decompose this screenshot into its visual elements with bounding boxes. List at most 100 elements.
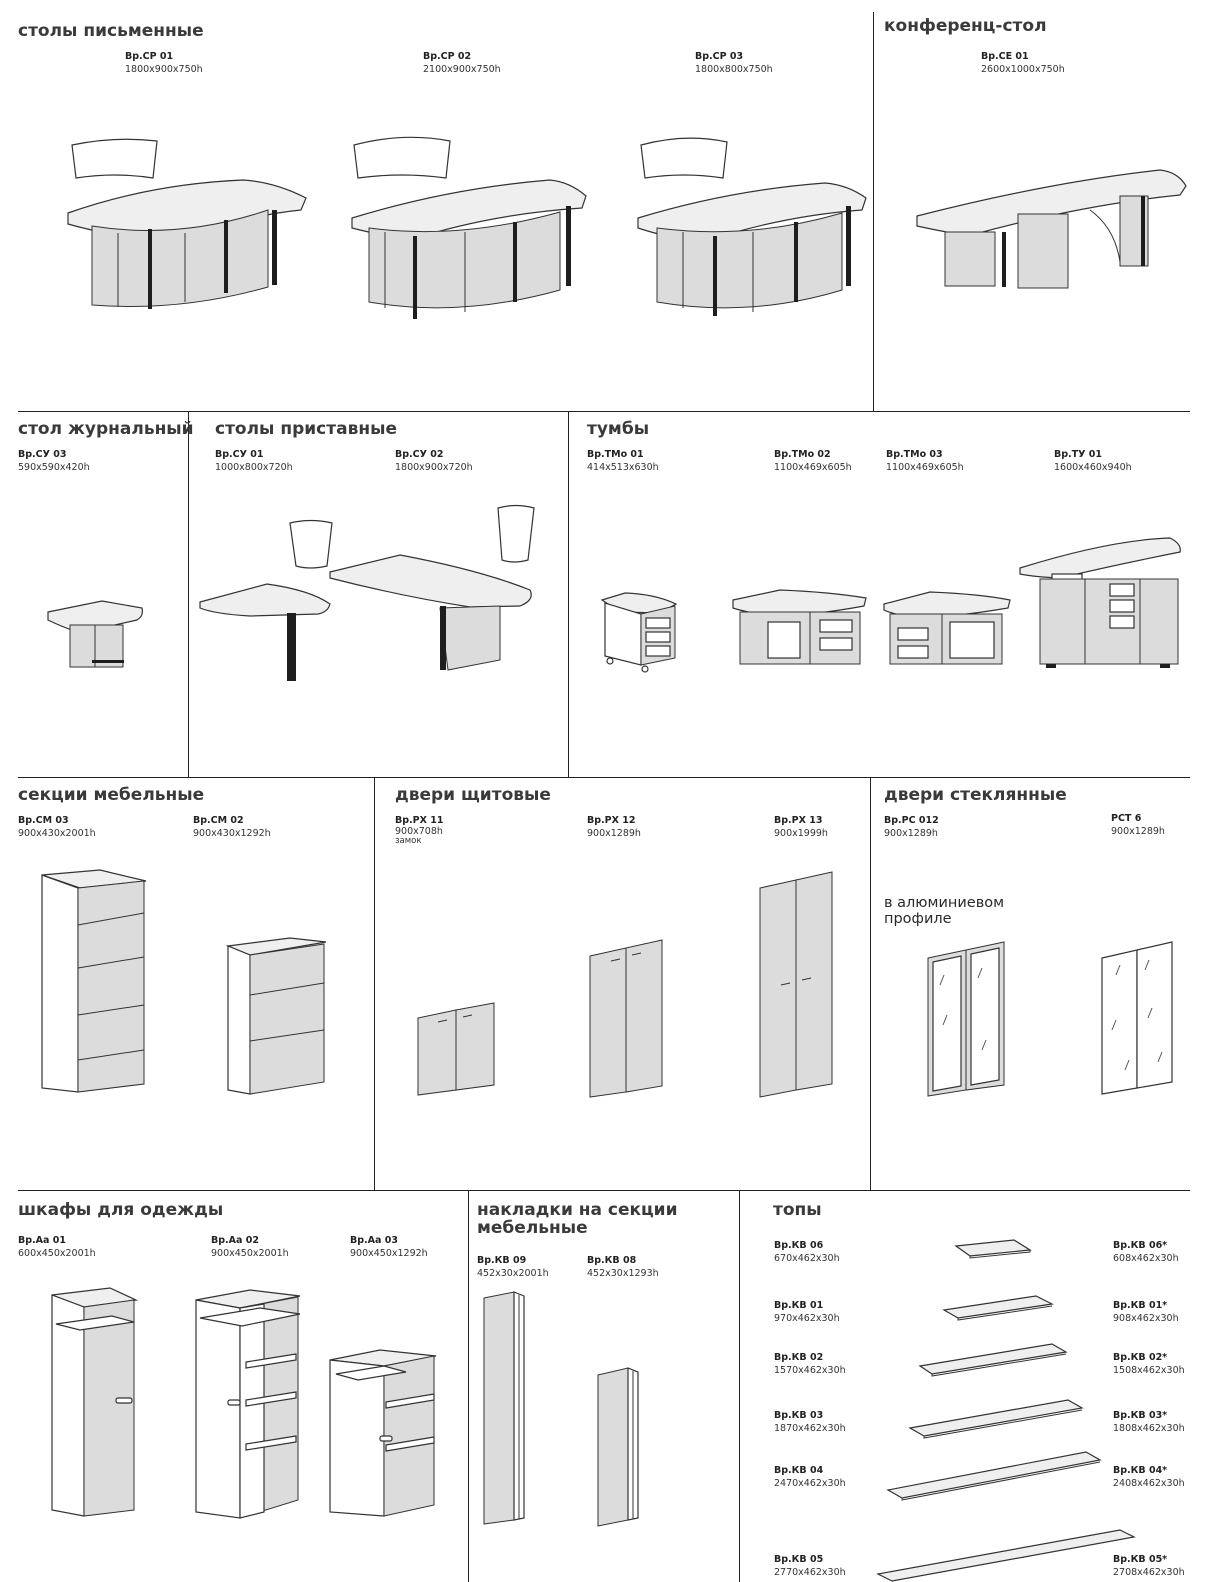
product-code: Вр.КВ 04 xyxy=(774,1465,824,1476)
product-dimensions: 1800x800x750h xyxy=(695,64,773,75)
section-overlays: накладки на секции xyxy=(477,1200,678,1220)
product-code: Вр.РС 012 xyxy=(884,815,939,826)
product-dimensions: 1000x800x720h xyxy=(215,462,293,473)
pedestal-tmo02-drawing xyxy=(732,589,867,665)
glass-door-rs012-drawing xyxy=(927,941,1005,1097)
desktop-outline xyxy=(640,137,728,179)
section-coffee: стол журнальный xyxy=(18,419,194,439)
product-dimensions: 900x1289h xyxy=(1111,826,1165,837)
conference-table-drawing xyxy=(916,169,1187,289)
product-code: Вр.КВ 08 xyxy=(587,1255,637,1266)
product-dimensions: 414x513x630h xyxy=(587,462,659,473)
product-dimensions: 452x30x2001h xyxy=(477,1268,549,1279)
product-code: Вр.КВ 03* xyxy=(1113,1410,1168,1421)
product-code: РСТ 6 xyxy=(1111,813,1142,824)
drawer xyxy=(819,637,853,651)
product-code: Вр.РХ 13 xyxy=(774,815,823,826)
top-kv01-drawing xyxy=(942,1295,1054,1321)
product-dimensions: 608x462x30h xyxy=(1113,1253,1179,1264)
section-tops: топы xyxy=(773,1200,822,1220)
side-table-su01-drawing xyxy=(199,519,333,681)
product-dimensions: 2708x462x30h xyxy=(1113,1567,1185,1578)
top-kv06-drawing xyxy=(954,1239,1032,1259)
product-code: Вр.СУ 02 xyxy=(395,449,444,460)
leg xyxy=(794,222,798,302)
shelf xyxy=(199,1307,301,1327)
product-code: Вр.КВ 06* xyxy=(1113,1240,1168,1251)
product-code: Вр.КВ 01 xyxy=(774,1300,824,1311)
section-desks: столы письменные xyxy=(18,21,204,41)
drawer xyxy=(1109,599,1135,613)
glass-note: в алюминиевом xyxy=(884,895,1005,911)
product-note: замок xyxy=(395,836,422,846)
product-code: Вр.ТМо 03 xyxy=(886,449,943,460)
drawer xyxy=(819,619,853,633)
product-dimensions: 900x1289h xyxy=(884,828,938,839)
side xyxy=(195,1299,241,1519)
wardrobe-aa01-drawing xyxy=(51,1287,139,1517)
desk-sr01-drawing xyxy=(67,138,307,309)
cabinet-sm02-drawing xyxy=(225,937,327,1095)
product-code: Вр.СУ 01 xyxy=(215,449,264,460)
divider xyxy=(18,1190,1190,1191)
section-wardrobes: шкафы для одежды xyxy=(18,1200,224,1220)
leg xyxy=(440,606,446,670)
product-code: Вр.РХ 12 xyxy=(587,815,636,826)
product-code: Вр.КВ 03 xyxy=(774,1410,824,1421)
opening xyxy=(949,621,995,659)
leg xyxy=(1002,232,1006,287)
divider xyxy=(873,12,874,411)
section-cabinets: секции мебельные xyxy=(18,785,205,805)
section-pedestals: тумбы xyxy=(587,419,650,439)
product-dimensions: 1800x900x720h xyxy=(395,462,473,473)
top-kv02-drawing xyxy=(918,1343,1068,1377)
product-code: Вр.СМ 02 xyxy=(193,815,244,826)
product-code: Вр.КВ 02* xyxy=(1113,1352,1168,1363)
leg xyxy=(224,220,228,293)
divider xyxy=(18,777,1190,778)
product-code: Вр.КВ 09 xyxy=(477,1255,527,1266)
desktop-outline xyxy=(353,136,451,179)
door-rx13-drawing xyxy=(759,871,833,1098)
product-code: Вр.СУ 03 xyxy=(18,449,67,460)
product-dimensions: 2100x900x750h xyxy=(423,64,501,75)
top-kv03-drawing xyxy=(908,1399,1084,1439)
base xyxy=(439,605,501,671)
product-code: Вр.КВ 05* xyxy=(1113,1554,1168,1565)
divider xyxy=(870,777,871,1190)
leg xyxy=(513,222,517,302)
pedestal-tmo01-drawing xyxy=(600,592,678,673)
leg xyxy=(148,229,152,309)
opening xyxy=(767,621,801,659)
front xyxy=(77,880,145,1093)
desktop-outline xyxy=(71,138,158,179)
desk-sr03-drawing xyxy=(637,137,867,316)
divider xyxy=(568,411,569,777)
product-dimensions: 2770x462x30h xyxy=(774,1567,846,1578)
coffee-table-drawing xyxy=(47,600,144,668)
product-code: Вр.КВ 04* xyxy=(1113,1465,1168,1476)
section-side: столы приставные xyxy=(215,419,397,439)
product-code: Вр.ТУ 01 xyxy=(1054,449,1102,460)
product-code: Вр.КВ 02 xyxy=(774,1352,824,1363)
product-code: Вр.СЕ 01 xyxy=(981,51,1029,62)
panel xyxy=(944,231,996,287)
glass-note-line2: профиле xyxy=(884,911,952,927)
divider xyxy=(374,777,375,1190)
leg xyxy=(413,236,417,319)
product-code: Вр.СМ 03 xyxy=(18,815,69,826)
desk-sr02-drawing xyxy=(351,136,587,319)
leg xyxy=(287,613,296,681)
leg xyxy=(272,210,277,285)
product-dimensions: 1100x469x605h xyxy=(886,462,964,473)
divider xyxy=(18,411,1190,412)
product-dimensions: 900x430x2001h xyxy=(18,828,96,839)
divider xyxy=(188,411,189,777)
product-dimensions: 900x708h xyxy=(395,826,443,837)
product-dimensions: 908x462x30h xyxy=(1113,1313,1179,1324)
door-rx12-drawing xyxy=(589,939,663,1098)
product-code: Вр.Аа 02 xyxy=(211,1235,259,1246)
product-code: Вр.КВ 06 xyxy=(774,1240,824,1251)
product-code: Вр.ТМо 01 xyxy=(587,449,644,460)
